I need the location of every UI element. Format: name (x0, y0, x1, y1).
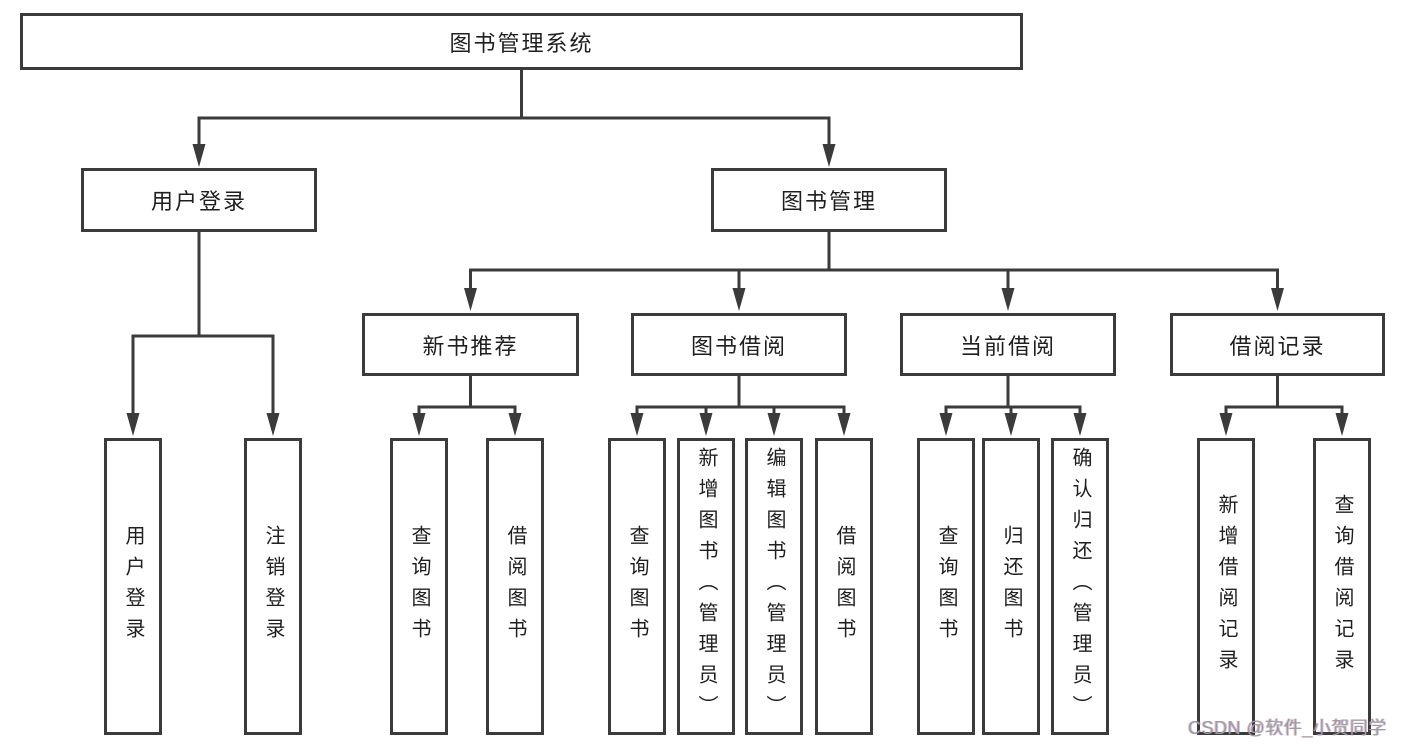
leaf-newbook-borrow-books: 借阅图书 (486, 438, 544, 735)
leaf-current-return-books: 归还图书 (982, 438, 1040, 735)
leaf-current-confirm-return: 确认归还（管理员） (1051, 438, 1109, 735)
watermark: CSDN @软件_小贺同学 (1188, 718, 1387, 738)
leaf-records-query-record: 查询借阅记录 (1313, 438, 1371, 735)
leaf-borrowing-edit-books: 编辑图书（管理员） (745, 438, 803, 735)
leaf-user-login: 用户登录 (104, 438, 162, 735)
leaf-logout: 注销登录 (244, 438, 302, 735)
leaf-current-query-books: 查询图书 (917, 438, 975, 735)
node-current-borrowing: 当前借阅 (900, 313, 1116, 376)
node-borrowing-records: 借阅记录 (1170, 313, 1385, 376)
node-book-borrowing: 图书借阅 (631, 313, 847, 376)
node-root: 图书管理系统 (20, 13, 1023, 70)
leaf-records-add-record: 新增借阅记录 (1197, 438, 1255, 735)
node-user-login: 用户登录 (81, 168, 317, 232)
leaf-newbook-query-books: 查询图书 (390, 438, 448, 735)
leaf-borrowing-borrow-books: 借阅图书 (815, 438, 873, 735)
leaf-borrowing-add-books: 新增图书（管理员） (677, 438, 735, 735)
node-book-management: 图书管理 (711, 168, 947, 232)
leaf-borrowing-query-books: 查询图书 (608, 438, 666, 735)
node-new-book-recommend: 新书推荐 (362, 313, 579, 376)
